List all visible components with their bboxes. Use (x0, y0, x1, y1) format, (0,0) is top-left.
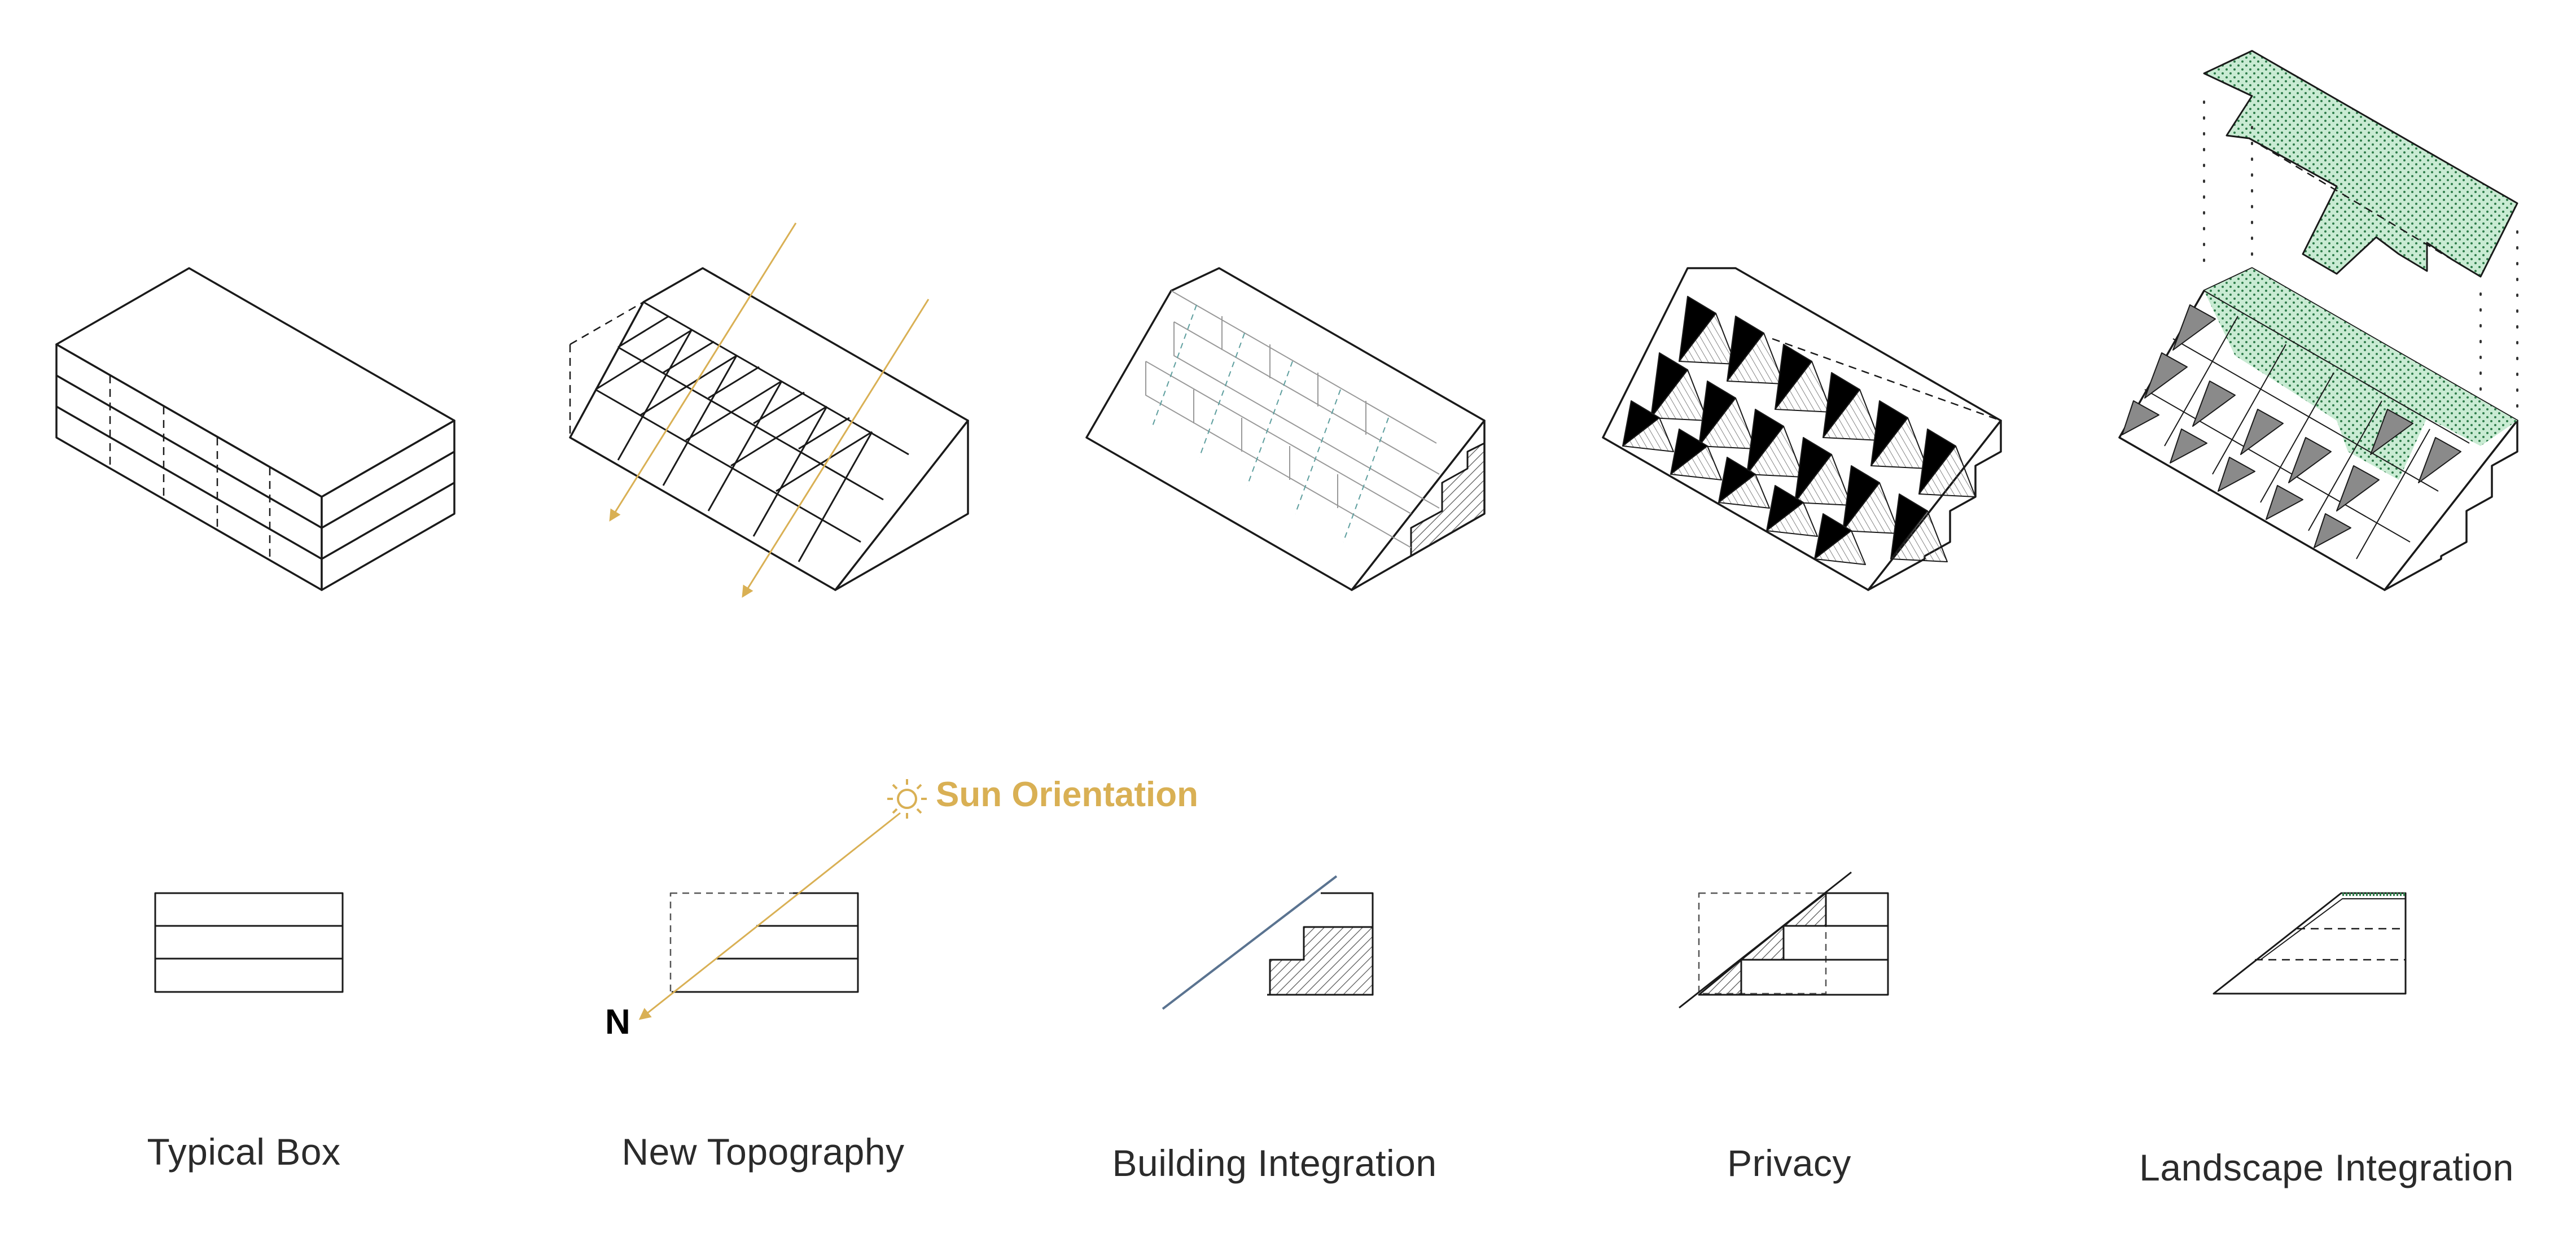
privacy-section (1679, 871, 1889, 1009)
sun-icon (887, 779, 927, 819)
building-integration-iso (1085, 267, 1486, 591)
panel-label-new-topography: New Topography (621, 1131, 905, 1173)
privacy-iso (1602, 267, 2002, 591)
typical-box-section (154, 892, 344, 993)
landscape-integration-section (2213, 892, 2407, 995)
building-integration-section (1162, 875, 1374, 1010)
new-topography-section (638, 812, 901, 1020)
north-label: N (605, 1003, 630, 1042)
panel-label-landscape-integration: Landscape Integration (2139, 1147, 2514, 1188)
typical-box-iso (55, 267, 455, 591)
panel-label-typical-box: Typical Box (147, 1131, 341, 1173)
sun-orientation-label: Sun Orientation (936, 775, 1198, 814)
landscape-integration-iso (2118, 50, 2518, 591)
new-topography-iso (569, 222, 969, 598)
panel-label-privacy: Privacy (1727, 1142, 1851, 1184)
panel-label-building-integration: Building Integration (1112, 1142, 1437, 1184)
